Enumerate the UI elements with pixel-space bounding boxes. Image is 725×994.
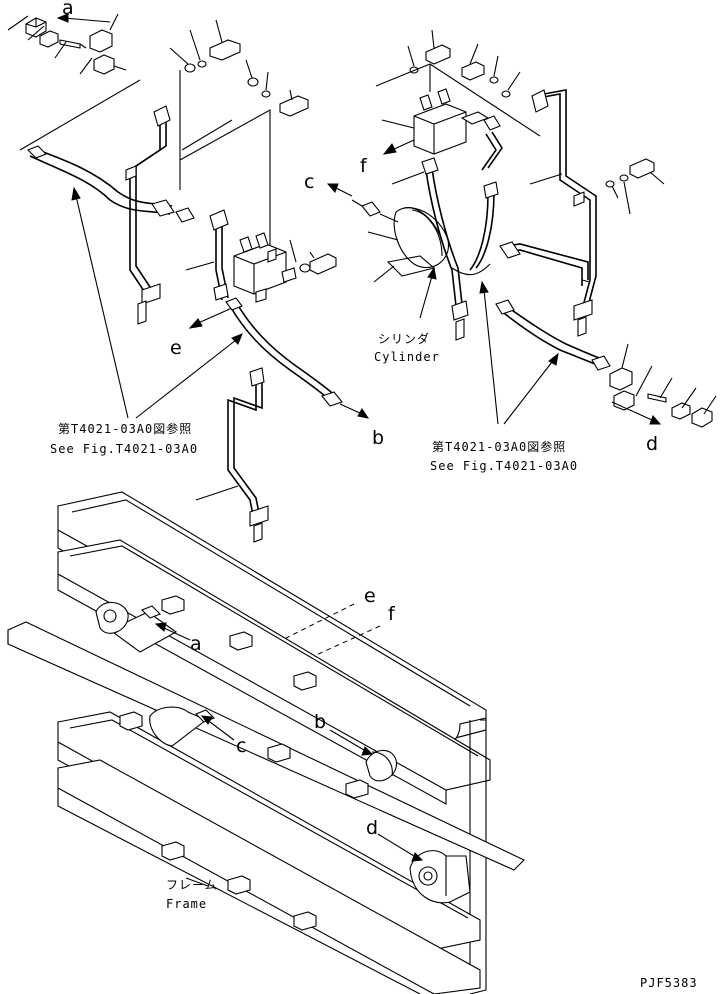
reference-left-jp: 第T4021-03A0図参照 [58, 422, 193, 436]
reference-right-en: See Fig.T4021-03A0 [430, 459, 579, 473]
callout-a-frame: a [190, 633, 202, 655]
callout-e-frame: e [364, 585, 376, 607]
reference-left-en: See Fig.T4021-03A0 [50, 442, 199, 456]
callout-a-top: a [62, 0, 74, 19]
reference-right-jp: 第T4021-03A0図参照 [432, 440, 567, 454]
callout-d-frame: d [366, 817, 379, 839]
top-center-bolts [169, 19, 309, 117]
callout-f-frame: f [388, 603, 395, 625]
cylinder-label-en: Cylinder [374, 350, 440, 364]
callout-f-top: f [360, 155, 367, 177]
frame-label-jp: フレーム [166, 878, 218, 892]
left-valve-assembly [19, 70, 370, 543]
cylinder-label-jp: シリンダ [378, 332, 431, 346]
callout-b-frame: b [314, 711, 327, 733]
top-left-fittings [7, 13, 127, 75]
frame-label-en: Frame [166, 897, 208, 911]
callout-b-top: b [372, 427, 385, 449]
callout-d-top: d [646, 433, 659, 455]
right-valve-assembly [326, 29, 717, 428]
callout-c-top: c [304, 171, 315, 193]
callout-e-top: e [170, 337, 182, 359]
callout-c-frame: c [236, 735, 247, 757]
drawing-code: PJF5383 [640, 976, 698, 990]
frame-assembly [7, 491, 525, 994]
